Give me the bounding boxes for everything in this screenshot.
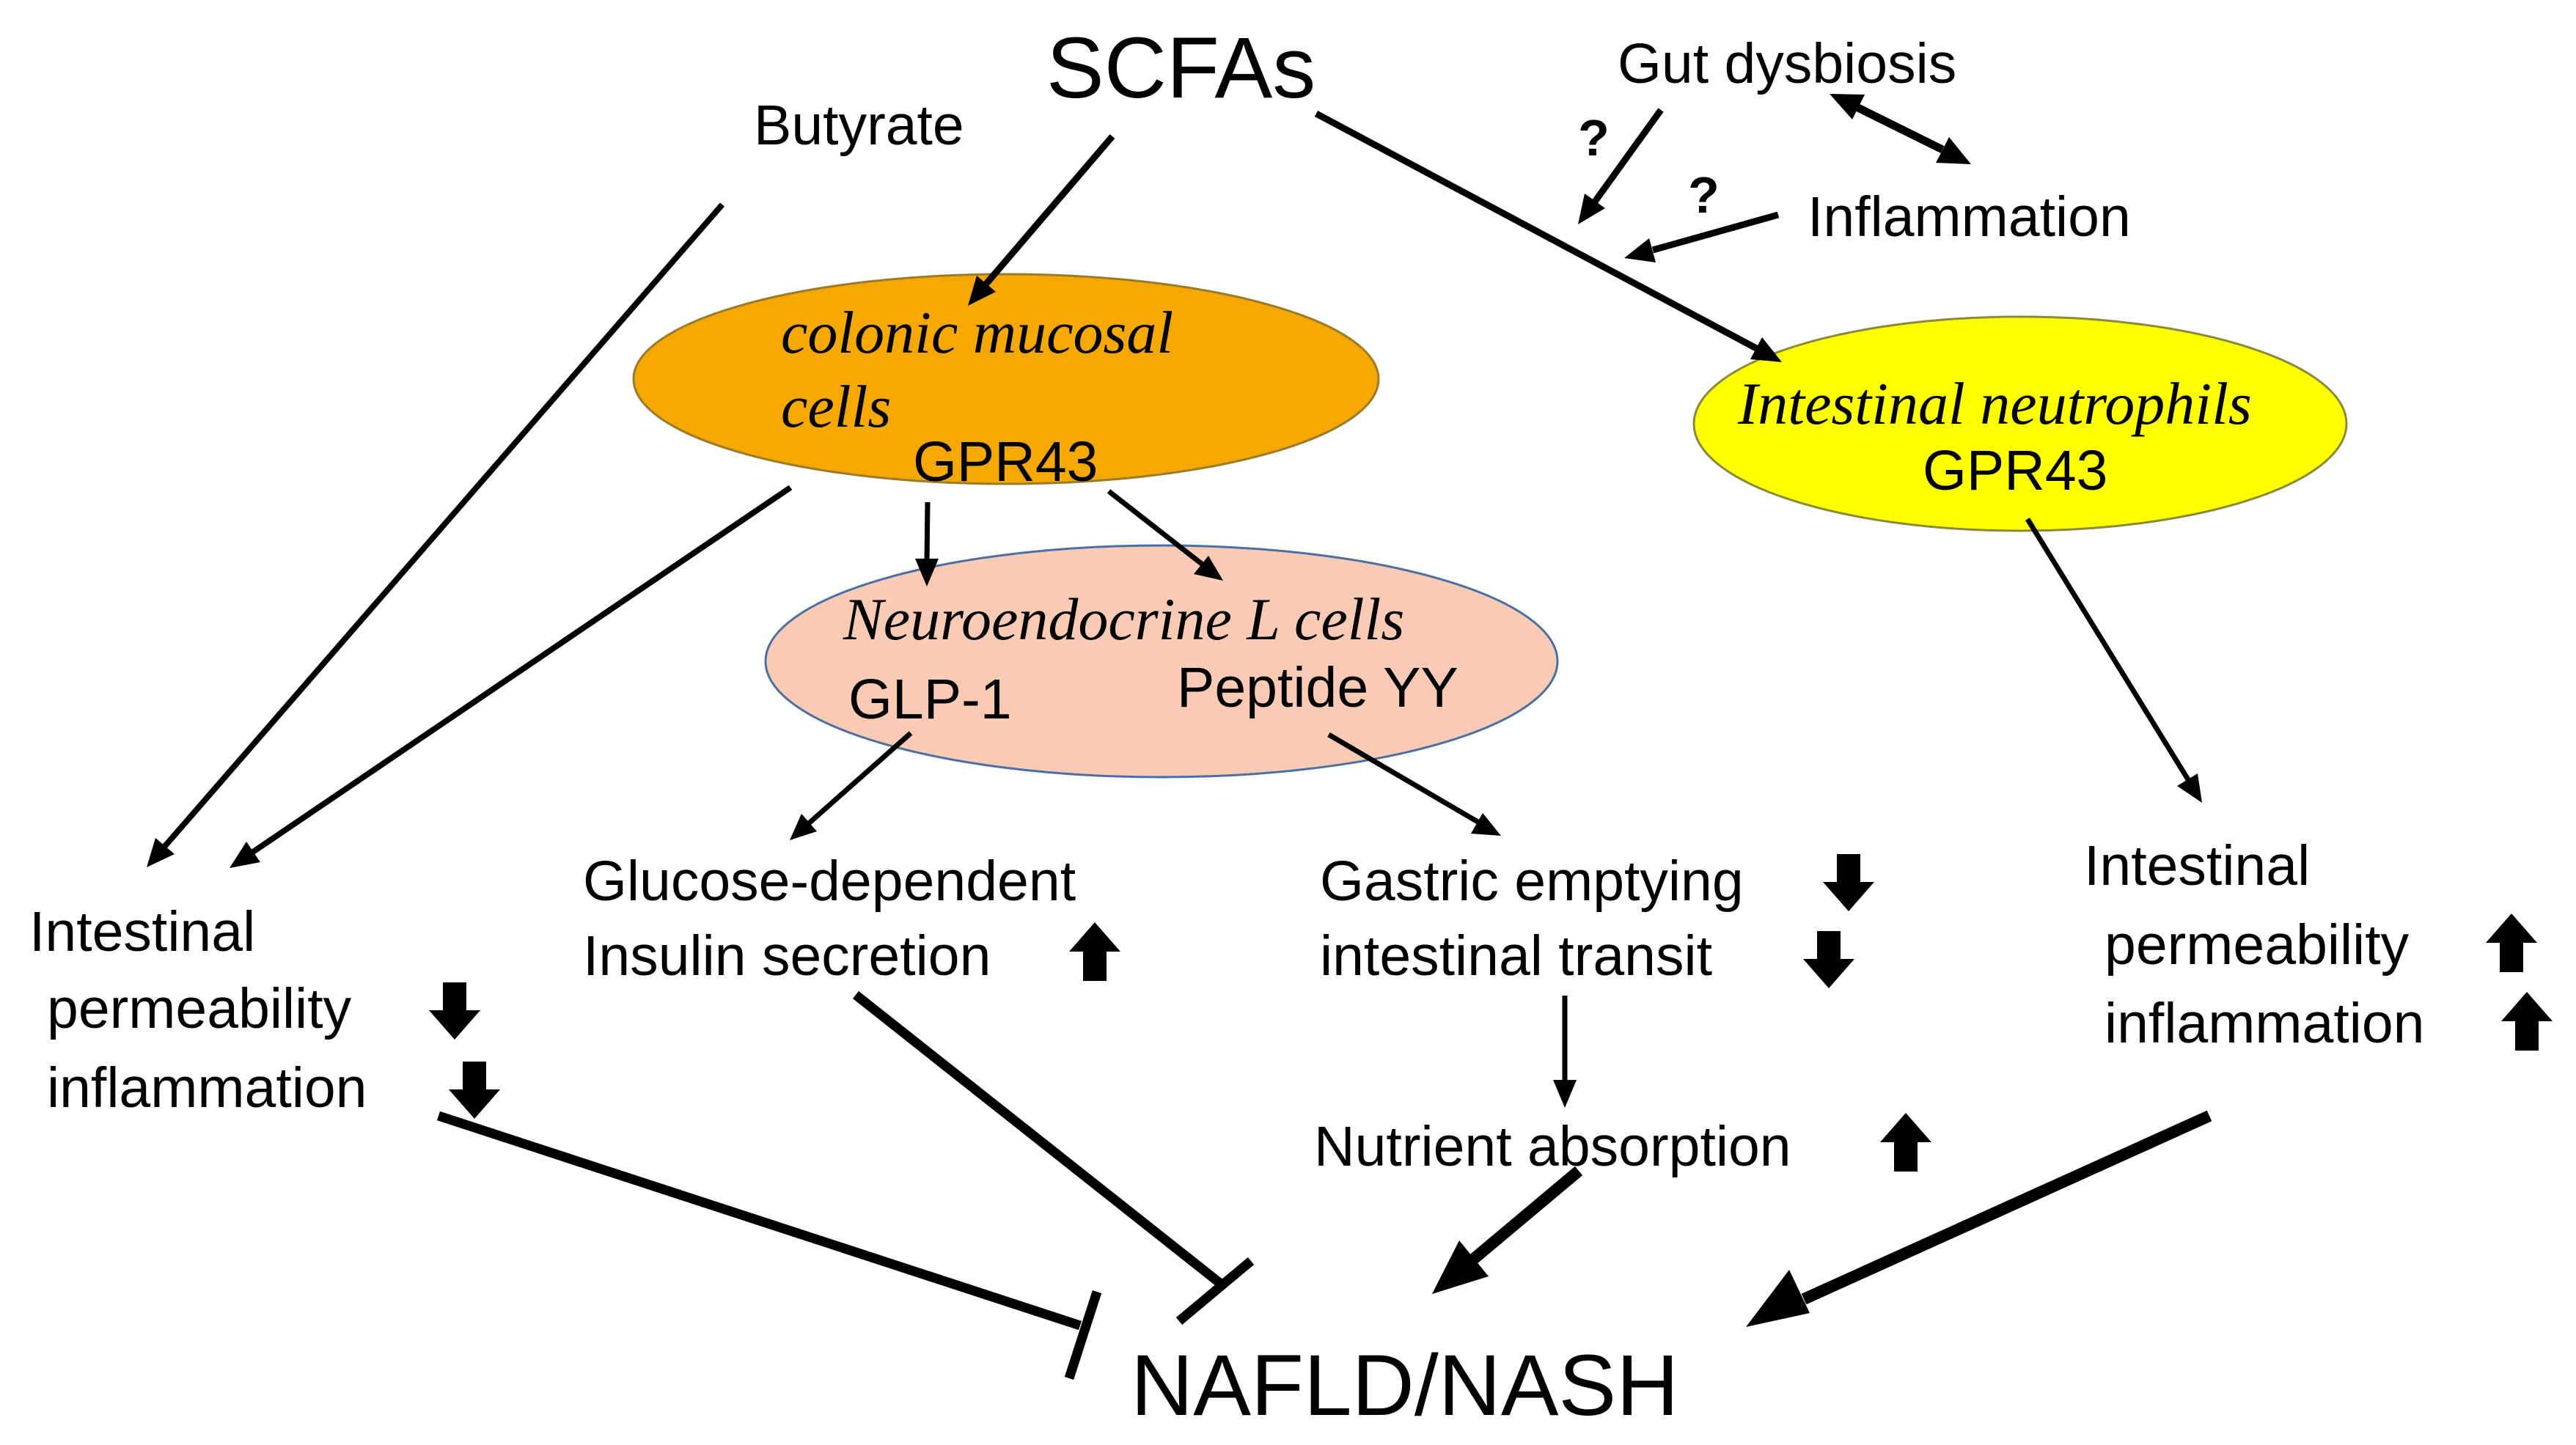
arrow-right-effect-nafld-head: [1746, 1270, 1810, 1327]
arrow-pyy-gastric: [1327, 732, 1480, 826]
arrow-gpr43-glp1-head: [915, 559, 939, 587]
arrow-scfas-colonic: [983, 134, 1115, 286]
inhibit-left-effect-nafld-bar: [1064, 1290, 1102, 1380]
arrow-nutrient-nafld: [1469, 1166, 1583, 1264]
arrow-colonic-left-effect-head: [230, 842, 260, 868]
arrow-dysbiosis-inflammation-head-right: [1936, 137, 1971, 164]
down-arrow-icon-left-inflammation: [449, 1062, 500, 1119]
inflammation-label: Inflammation: [1808, 185, 2131, 249]
up-arrow-icon-right-permeability: [2486, 913, 2537, 972]
arrow-gpr43-pyy-head: [1194, 556, 1223, 581]
glucose-line1: Glucose-dependent: [583, 850, 1076, 913]
glucose-line2: Insulin secretion: [583, 924, 991, 988]
arrow-butyrate-left-effect: [162, 202, 725, 848]
arrow-inflammation-question-head: [1624, 238, 1656, 262]
up-arrow-icon-insulin: [1069, 922, 1120, 981]
arrow-dysbiosis-question: [1592, 108, 1664, 204]
arrow-glp1-glucose: [807, 731, 913, 826]
arrow-neutrophils-right-effect-head: [2177, 773, 2202, 803]
left-effect-line2: permeability: [47, 977, 352, 1040]
butyrate-label: Butyrate: [754, 94, 964, 157]
l-cells-label: Neuroendocrine L cells: [843, 586, 1404, 652]
colonic-mucosal-cells-ellipse: [632, 273, 1380, 485]
nafld-nash-label: NAFLD/NASH: [1131, 1337, 1678, 1434]
gastric-line1: Gastric emptying: [1320, 850, 1744, 913]
arrow-scfas-neutrophils: [1314, 111, 1758, 351]
neutrophils-receptor-label: GPR43: [1923, 439, 2108, 502]
right-effect-line2: permeability: [2105, 913, 2410, 977]
arrow-neutrophils-right-effect: [2025, 518, 2191, 782]
arrow-dysbiosis-inflammation-head-left: [1830, 94, 1865, 120]
arrow-inflammation-question: [1651, 211, 1780, 254]
neuroendocrine-l-cells-ellipse: [764, 544, 1559, 779]
inhibit-left-effect-nafld: [436, 1111, 1082, 1331]
up-arrow-icon-nutrient: [1880, 1113, 1931, 1172]
arrow-scfas-neutrophils-head: [1750, 337, 1782, 362]
colonic-receptor-label: GPR43: [913, 430, 1098, 493]
left-effect-line3: inflammation: [47, 1056, 367, 1119]
arrow-gpr43-pyy: [1107, 489, 1205, 567]
question-mark-1: ?: [1578, 109, 1610, 166]
neutrophils-label: Intestinal neutrophils: [1737, 370, 2252, 437]
arrow-gpr43-glp1: [924, 501, 931, 562]
gastric-line2: intestinal transit: [1320, 924, 1712, 988]
arrow-right-effect-nafld: [1801, 1110, 2212, 1305]
question-mark-2: ?: [1688, 166, 1720, 224]
arrow-pyy-gastric-head: [1471, 813, 1501, 836]
down-arrow-icon-gastric-emptying: [1823, 854, 1874, 911]
arrow-colonic-left-effect: [251, 485, 793, 855]
arrow-gastric-nutrient-head: [1553, 1080, 1577, 1108]
inhibit-glucose-nafld-bar: [1175, 1257, 1255, 1325]
nutrient-absorption-label: Nutrient absorption: [1314, 1115, 1791, 1178]
right-effect-line1: Intestinal: [2084, 834, 2310, 897]
gut-dysbiosis-label: Gut dysbiosis: [1618, 32, 1956, 95]
down-arrow-icon-intestinal-transit: [1803, 931, 1854, 988]
scfas-label: SCFAs: [1046, 20, 1315, 117]
inhibit-glucose-nafld: [852, 990, 1225, 1289]
glp1-label: GLP-1: [848, 668, 1012, 731]
colonic-label-line2: cells: [781, 373, 891, 440]
arrow-nutrient-nafld-head: [1432, 1240, 1489, 1294]
arrow-dysbiosis-question-head: [1578, 194, 1605, 224]
arrow-dysbiosis-inflammation: [1856, 104, 1945, 153]
arrow-butyrate-left-effect-head: [147, 838, 175, 867]
peptide-yy-label: Peptide YY: [1177, 656, 1458, 719]
right-effect-line3: inflammation: [2105, 992, 2425, 1055]
up-arrow-icon-right-inflammation: [2501, 992, 2553, 1051]
intestinal-neutrophils-ellipse: [1692, 315, 2348, 532]
colonic-label-line1: colonic mucosal: [781, 299, 1173, 366]
arrow-glp1-glucose-head: [790, 814, 817, 840]
arrow-scfas-colonic-head: [968, 276, 996, 306]
down-arrow-icon-left-permeability: [429, 982, 480, 1040]
left-effect-line1: Intestinal: [29, 900, 255, 963]
